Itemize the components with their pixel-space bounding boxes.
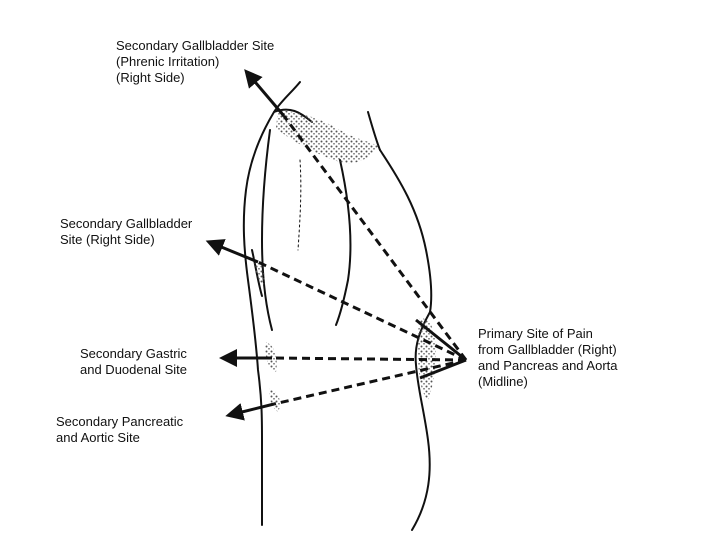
pointer-pancreatic [225, 402, 275, 421]
label-primary-site-line2: from Gallbladder (Right) [478, 342, 617, 357]
flank-stipple-upper [254, 256, 265, 286]
label-pancreatic-aortic: Secondary Pancreatic and Aortic Site [56, 414, 183, 446]
line-phrenic [282, 115, 468, 361]
label-gallbladder-phrenic: Secondary Gallbladder Site (Phrenic Irri… [116, 38, 274, 86]
label-gallbladder-right: Secondary Gallbladder Site (Right Side) [60, 216, 192, 248]
label-pancreatic-aortic-line2: and Aortic Site [56, 430, 140, 445]
label-pancreatic-aortic-line1: Secondary Pancreatic [56, 414, 184, 429]
label-gallbladder-phrenic-line3: (Right Side) [116, 70, 185, 85]
label-primary-site-line4: (Midline) [478, 374, 528, 389]
torso-outline [242, 81, 433, 531]
label-primary-site: Primary Site of Pain from Gallbladder (R… [478, 326, 618, 390]
pointer-primary [415, 318, 467, 362]
referral-lines [257, 115, 468, 406]
pointer-arrows [205, 69, 467, 421]
flank-stipple-lower [269, 388, 280, 412]
line-gastric [271, 356, 467, 362]
label-gastric-duodenal: Secondary Gastric and Duodenal Site [80, 346, 187, 378]
pain-regions [254, 110, 436, 412]
label-gastric-duodenal-line1: Secondary Gastric [80, 346, 187, 361]
label-gallbladder-right-line1: Secondary Gallbladder [60, 216, 193, 231]
label-gastric-duodenal-line2: and Duodenal Site [80, 362, 187, 377]
line-pancreatic [273, 358, 467, 406]
pointer-phrenic [244, 69, 286, 117]
pointer-gallbladder-right [205, 239, 259, 264]
label-gallbladder-phrenic-line1: Secondary Gallbladder Site [116, 38, 275, 53]
label-gallbladder-phrenic-line2: (Phrenic Irritation) [116, 54, 220, 69]
label-gallbladder-right-line2: Site (Right Side) [60, 232, 155, 247]
label-primary-site-line3: and Pancreas and Aorta [478, 358, 618, 373]
label-primary-site-line1: Primary Site of Pain [478, 326, 593, 341]
shoulder-stipple [276, 110, 378, 164]
